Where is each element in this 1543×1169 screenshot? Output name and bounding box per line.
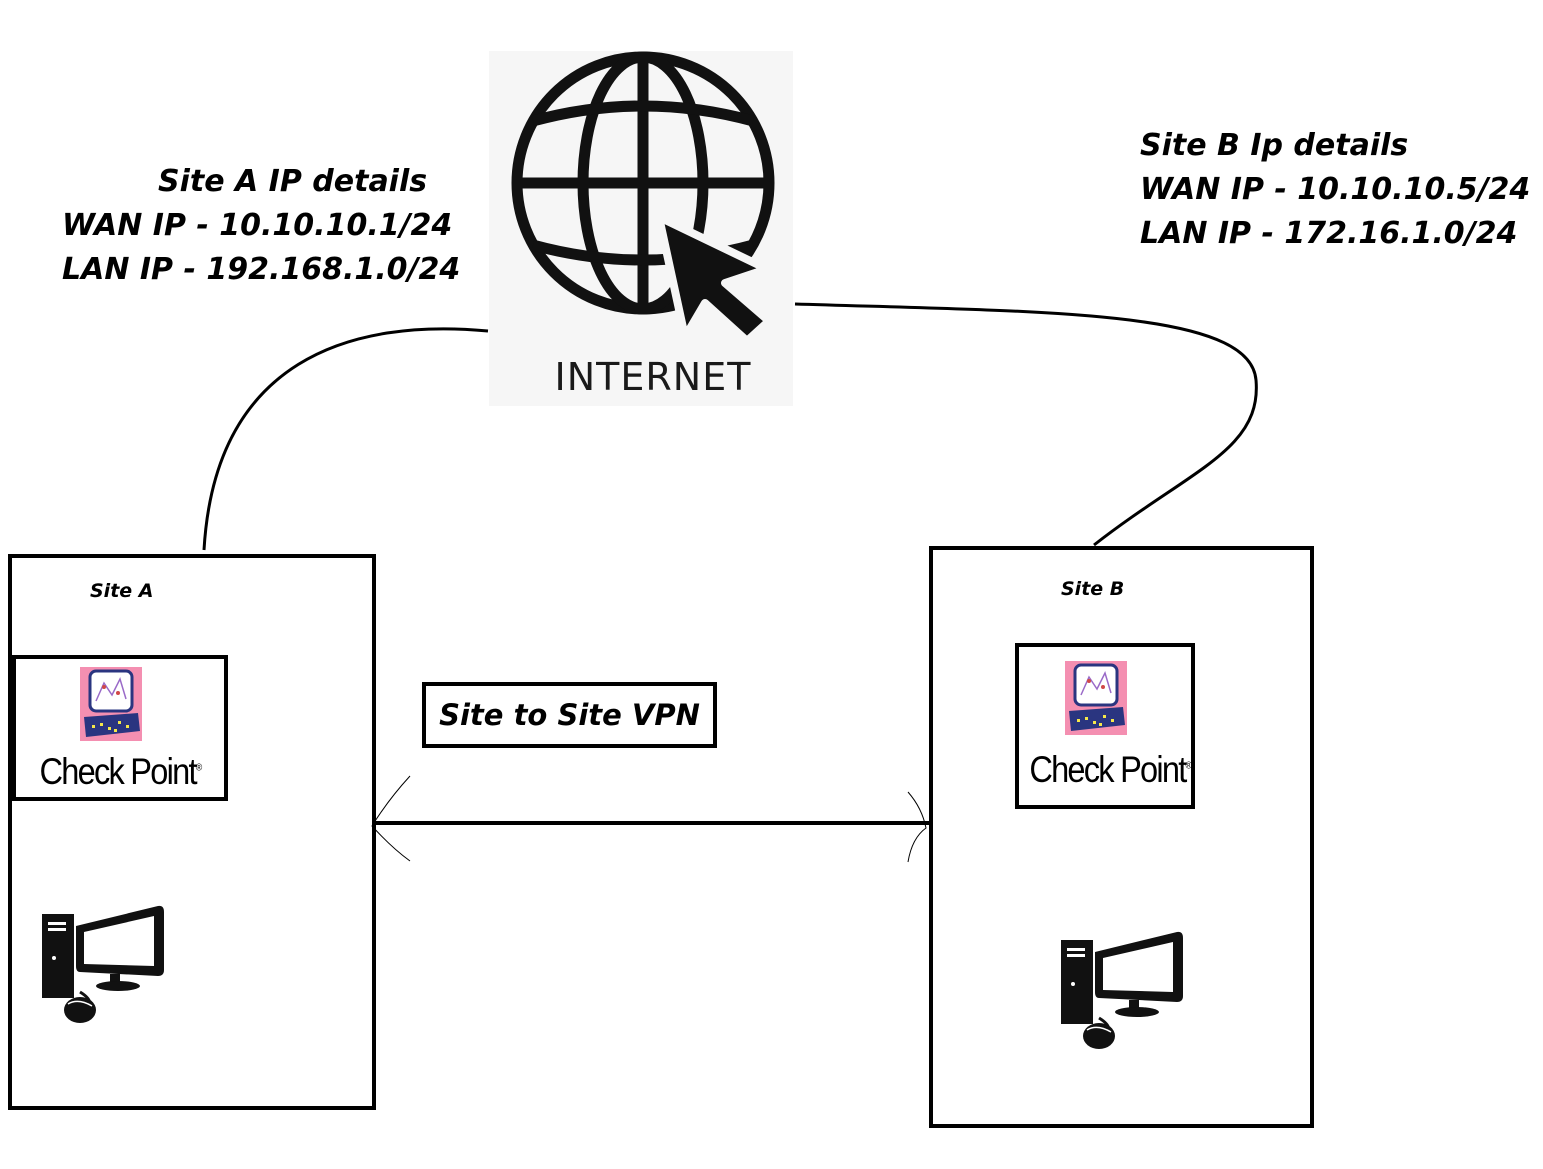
vpn-label-box: Site to Site VPN [422,682,717,748]
computer-icon [42,905,164,1023]
site-b-lan-ip: LAN IP - 172.16.1.0/24 [1140,216,1518,251]
internet-label: INTERNET [554,355,752,399]
globe-cursor-icon [511,51,775,345]
site-a-firewall-label: Check Point® [28,751,211,793]
vpn-label: Site to Site VPN [439,698,700,732]
firewall-icon [80,667,142,741]
site-a-info-heading: Site A IP details [158,164,428,199]
site-b-box: Site B Check Point® [929,546,1314,1128]
site-b-internet-link [794,302,1258,547]
site-a-ip-details: Site A IP details WAN IP - 10.10.10.1/24… [62,160,460,292]
site-b-info-heading: Site B Ip details [1140,128,1409,163]
firewall-icon [1065,661,1127,735]
site-b-label: Site B [1061,578,1125,600]
site-a-label: Site A [90,580,154,602]
site-b-wan-ip: WAN IP - 10.10.10.5/24 [1140,172,1531,207]
computer-icon [1061,931,1183,1049]
site-b-firewall: Check Point® [1015,643,1195,809]
site-a-firewall: Check Point® [12,655,228,801]
firewall-brand-text: Check Point [1029,749,1187,790]
site-b-firewall-label: Check Point® [1029,749,1192,791]
registered-mark: ® [1185,760,1193,772]
site-a-wan-ip: WAN IP - 10.10.10.1/24 [62,208,453,243]
firewall-brand-text: Check Point [39,751,198,792]
site-b-ip-details: Site B Ip details WAN IP - 10.10.10.5/24… [1140,124,1530,256]
site-a-lan-ip: LAN IP - 192.168.1.0/24 [62,252,461,287]
vpn-tunnel-arrow [371,775,930,863]
registered-mark: ® [195,762,203,774]
site-a-box: Site A Check Point® [8,554,376,1110]
site-a-internet-link [202,327,489,551]
internet-panel: INTERNET [489,51,793,406]
